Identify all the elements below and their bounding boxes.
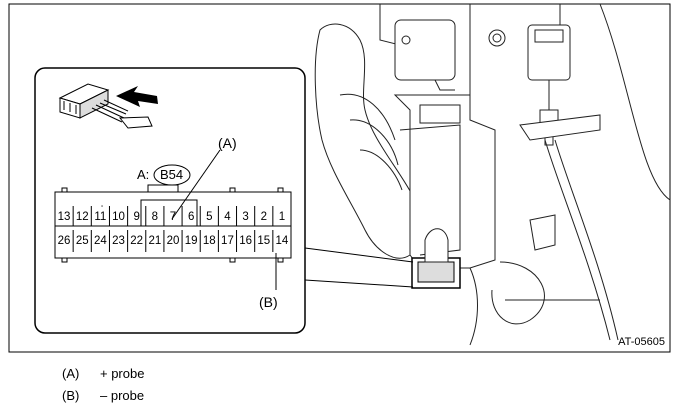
pin-number: 15 bbox=[257, 235, 271, 247]
pin-number: 6 bbox=[187, 211, 195, 223]
pin-number: 20 bbox=[166, 235, 180, 247]
callout-a-leader bbox=[171, 149, 221, 220]
pin-number: 10 bbox=[112, 211, 125, 223]
pin-number: 13 bbox=[57, 211, 71, 223]
pin-number: 12 bbox=[75, 211, 89, 223]
pin-number: 5 bbox=[206, 211, 213, 223]
pin-number: 9 bbox=[133, 211, 140, 223]
legend-item-a: (A) + probe bbox=[62, 366, 144, 381]
connector-face bbox=[54, 184, 292, 263]
pin-number: 17 bbox=[221, 235, 234, 247]
pin-number: 19 bbox=[184, 235, 198, 247]
pin-number: 18 bbox=[202, 235, 216, 247]
insertion-arrow-icon bbox=[116, 86, 158, 107]
pedal-assembly-illustration bbox=[314, 3, 671, 346]
connector-prefix: A: bbox=[137, 167, 150, 182]
figure-id: AT-05605 bbox=[618, 336, 665, 348]
pin-number: 2 bbox=[260, 211, 267, 223]
legend-item-b: (B) – probe bbox=[62, 388, 144, 403]
pin-number: 11 bbox=[94, 211, 107, 223]
pin-number: 25 bbox=[75, 235, 89, 247]
pin-number: 22 bbox=[130, 235, 144, 247]
pin-number: 8 bbox=[151, 211, 159, 223]
callout-a: (A) bbox=[218, 135, 237, 151]
pin-number: 3 bbox=[242, 211, 249, 223]
pin-number: 24 bbox=[93, 235, 107, 247]
pin-number: 16 bbox=[239, 235, 252, 247]
legend-tag: (B) bbox=[62, 388, 80, 403]
inset-leader-bottom bbox=[304, 279, 414, 288]
connector-id: B54 bbox=[160, 167, 184, 182]
connector-id-ellipse bbox=[153, 164, 191, 186]
legend-text: + probe bbox=[100, 366, 145, 381]
callout-b: (B) bbox=[259, 294, 278, 310]
pin-dividers bbox=[72, 206, 274, 252]
pin-number: 23 bbox=[112, 235, 125, 247]
inset-leader-top bbox=[304, 247, 414, 263]
pin-number: 7 bbox=[169, 211, 177, 223]
pin-number: 14 bbox=[275, 235, 289, 247]
legend-tag: (A) bbox=[62, 366, 80, 381]
connector-pictogram bbox=[58, 83, 153, 129]
pin-number: 26 bbox=[57, 235, 71, 247]
figure-border bbox=[8, 3, 671, 353]
pin-number: 4 bbox=[224, 211, 231, 223]
pin-number: 21 bbox=[148, 235, 162, 247]
pin-number: 1 bbox=[278, 211, 286, 223]
legend-text: – probe bbox=[100, 388, 145, 403]
